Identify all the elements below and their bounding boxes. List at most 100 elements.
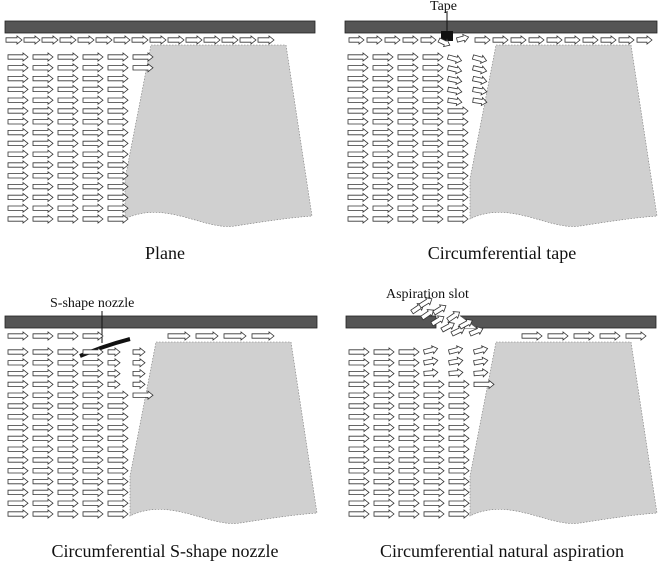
flow-vector-arrow (448, 379, 470, 390)
flow-vector-arrow (347, 127, 369, 138)
flow-vector-arrow (107, 214, 129, 224)
flow-vector-arrow (447, 75, 463, 86)
flow-vector-arrow (347, 181, 369, 192)
flow-vector-arrow (348, 487, 370, 498)
flow-vector-arrow (32, 106, 54, 116)
flow-vector-arrow (348, 390, 370, 401)
flow-vector-arrow (57, 181, 79, 192)
flow-vector-arrow (107, 160, 129, 170)
flow-vector-arrow (373, 509, 395, 519)
flow-vector-arrow (547, 331, 569, 341)
flow-vector-arrow (82, 181, 104, 192)
flow-vector-arrow (372, 181, 394, 192)
flow-vector-arrow (372, 62, 394, 73)
flow-vector-arrow (57, 160, 79, 170)
flow-vector-arrow (625, 331, 647, 341)
flow-vector-arrow (57, 52, 79, 62)
flow-vector-arrow (448, 390, 470, 401)
flow-vector-arrow (107, 170, 129, 181)
flow-vector-arrow (347, 203, 369, 214)
flow-vector-arrow (397, 181, 419, 192)
flow-vector-arrow (57, 127, 79, 138)
flow-vector-arrow (348, 498, 370, 509)
flow-vector-arrow (422, 214, 444, 224)
flow-vector-arrow (107, 127, 129, 138)
flow-vector-arrow (423, 356, 439, 367)
flow-vector-arrow (397, 52, 419, 62)
flow-vector-arrow (82, 192, 104, 203)
flow-vector-arrow (57, 192, 79, 203)
flow-vector-arrow (447, 65, 463, 75)
flow-vector-arrow (348, 444, 370, 455)
panel-natural-aspiration (345, 297, 658, 524)
flow-vector-arrow (397, 214, 419, 224)
flow-vector-arrow (132, 62, 154, 73)
flow-vector-arrow (57, 62, 79, 73)
flow-vector-arrow (7, 149, 29, 160)
flow-vector-arrow (473, 367, 489, 378)
flow-vector-arrow (373, 390, 395, 401)
flow-vector-arrow (373, 433, 395, 444)
flow-vector-arrow (107, 455, 129, 465)
flow-vector-arrow (107, 379, 121, 390)
flow-vector-arrow (347, 52, 369, 62)
flow-vector-arrow (57, 487, 79, 498)
flow-vector-arrow (422, 84, 444, 95)
flow-vector-arrow (23, 35, 41, 45)
flow-vector-arrow (32, 127, 54, 138)
flow-vector-arrow (472, 86, 488, 96)
flow-vector-arrow (7, 138, 29, 149)
casing-wall (4, 315, 318, 329)
flow-vector-arrow (423, 455, 445, 465)
flow-vector-arrow (32, 347, 54, 357)
flow-vector-arrow (372, 95, 394, 106)
flow-vector-arrow (422, 73, 444, 84)
flow-vector-arrow (107, 116, 129, 127)
flow-vector-arrow (57, 422, 79, 433)
flow-vector-arrow (7, 476, 29, 487)
flow-vector-arrow (82, 214, 104, 224)
flow-vector-arrow (107, 95, 129, 106)
flow-vector-arrow (7, 192, 29, 203)
flow-vector-arrow (348, 455, 370, 465)
flow-vector-arrow (7, 116, 29, 127)
flow-vector-arrow (82, 138, 104, 149)
flow-vector-arrow (398, 390, 420, 401)
flow-vector-arrow (149, 35, 167, 45)
flow-vector-arrow (167, 35, 185, 45)
flow-vector-arrow (447, 127, 469, 138)
flow-vector-arrow (398, 498, 420, 509)
flow-vector-arrow (82, 170, 104, 181)
flow-vector-arrow (7, 347, 29, 357)
flow-vector-arrow (422, 127, 444, 138)
flow-vector-arrow (448, 455, 470, 465)
flow-vector-arrow (447, 192, 469, 203)
flow-vector-arrow (448, 465, 470, 476)
flow-vector-arrow (373, 411, 395, 422)
flow-vector-arrow (167, 331, 191, 341)
flow-vector-arrow (32, 181, 54, 192)
flow-vector-arrow (397, 170, 419, 181)
flow-vector-arrow (107, 106, 129, 116)
flow-vector-arrow (423, 465, 445, 476)
flow-vector-arrow (372, 170, 394, 181)
flow-vector-arrow (422, 160, 444, 170)
flow-vector-arrow (423, 444, 445, 455)
flow-vector-arrow (448, 367, 464, 378)
flow-vector-arrow (447, 86, 463, 96)
flow-vector-arrow (373, 347, 395, 357)
flow-vector-arrow (107, 84, 129, 95)
caption-circumferential-s-shape-nozzle: Circumferential S-shape nozzle (51, 541, 279, 561)
flow-vector-arrow (398, 368, 420, 379)
flow-vector-arrow (422, 106, 444, 116)
flow-vector-arrow (423, 509, 445, 519)
flow-vector-arrow (82, 455, 104, 465)
flow-vector-arrow (397, 127, 419, 138)
flow-vector-arrow (423, 345, 439, 355)
flow-vector-arrow (82, 73, 104, 84)
flow-vector-arrow (251, 331, 275, 341)
flow-vector-arrow (348, 401, 370, 411)
flow-vector-arrow (32, 411, 54, 422)
flow-vector-arrow (398, 379, 420, 390)
